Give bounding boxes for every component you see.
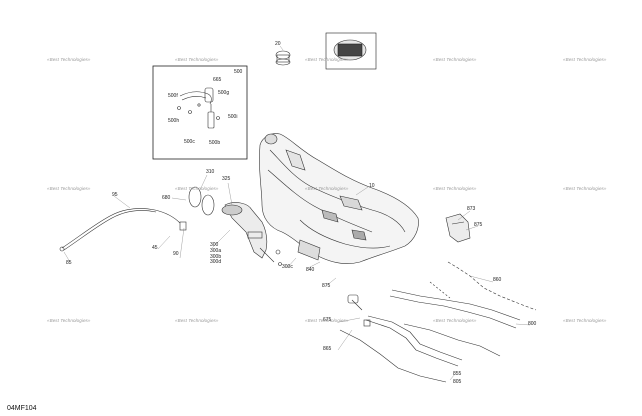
callout-10[interactable]: 10 [369, 183, 375, 189]
callout-500i[interactable]: 500i [228, 114, 238, 120]
callout-310[interactable]: 310 [206, 169, 215, 175]
callout-875-lower[interactable]: 875 [322, 283, 331, 289]
watermark: «Best Technologies» [563, 57, 607, 62]
watermark: «Best Technologies» [563, 318, 607, 323]
callout-855[interactable]: 855 [453, 371, 462, 377]
callout-860[interactable]: 860 [493, 277, 502, 283]
callout-865[interactable]: 865 [323, 346, 332, 352]
callout-800[interactable]: 800 [528, 321, 537, 327]
watermark: «Best Technologies» [175, 186, 219, 191]
vent-hose [59, 208, 187, 252]
callout-500c[interactable]: 500c [184, 139, 195, 145]
callout-95[interactable]: 95 [112, 192, 118, 198]
callout-840[interactable]: 840 [306, 267, 315, 273]
fuel-cap-part [275, 50, 291, 66]
callout-300a[interactable]: 300a [210, 248, 222, 254]
callout-500[interactable]: 500 [234, 69, 243, 75]
watermark: «Best Technologies» [175, 318, 219, 323]
fuel-lines [339, 261, 537, 383]
callout-875[interactable]: 875 [474, 222, 483, 228]
callout-85[interactable]: 85 [66, 260, 72, 266]
fuel-tank [259, 133, 419, 264]
callout-300b[interactable]: 300b [210, 254, 222, 260]
fuel-decal-panel [325, 32, 377, 70]
detail-inset-frame [152, 65, 248, 160]
watermark: «Best Technologies» [433, 186, 477, 191]
watermark: «Best Technologies» [47, 186, 91, 191]
watermark: «Best Technologies» [47, 318, 91, 323]
callout-300c[interactable]: 300c [282, 264, 293, 270]
callout-300[interactable]: 300 [210, 242, 219, 248]
watermark: «Best Technologies» [433, 57, 477, 62]
callout-500f[interactable]: 500f [168, 93, 178, 99]
watermark: «Best Technologies» [47, 57, 91, 62]
callout-20[interactable]: 20 [275, 41, 281, 47]
callout-665[interactable]: 665 [213, 77, 222, 83]
callout-680[interactable]: 680 [162, 195, 171, 201]
callout-805[interactable]: 805 [453, 379, 462, 385]
watermark: «Best Technologies» [305, 57, 349, 62]
watermark: «Best Technologies» [305, 186, 349, 191]
drawing-reference-code: 04MF104 [7, 405, 37, 412]
mounting-bracket [445, 213, 471, 243]
fuel-pump-assembly [188, 186, 282, 266]
callout-45[interactable]: 45 [152, 245, 158, 251]
callout-325[interactable]: 325 [222, 176, 231, 182]
callout-500b[interactable]: 500b [209, 140, 221, 146]
watermark: «Best Technologies» [563, 186, 607, 191]
callout-873[interactable]: 873 [467, 206, 476, 212]
callout-500h[interactable]: 500h [168, 118, 180, 124]
callout-90[interactable]: 90 [173, 251, 179, 257]
callout-300d[interactable]: 300d [210, 259, 222, 265]
callout-500g[interactable]: 500g [218, 90, 230, 96]
watermark: «Best Technologies» [305, 318, 349, 323]
fuel-sender-detail [177, 87, 220, 129]
watermark: «Best Technologies» [175, 57, 219, 62]
watermark: «Best Technologies» [433, 318, 477, 323]
callout-675[interactable]: 675 [323, 317, 332, 323]
